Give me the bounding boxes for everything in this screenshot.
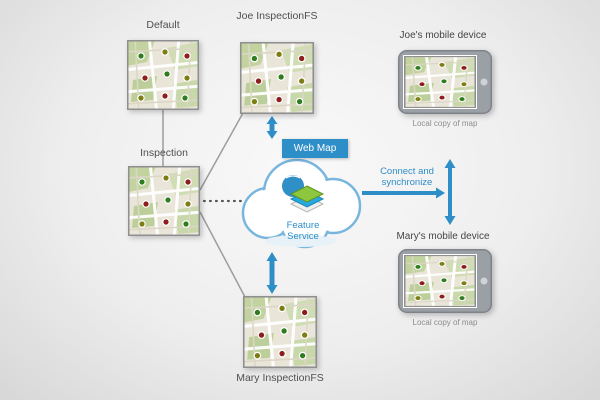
map-image: [127, 40, 199, 110]
mary-device-caption: Local copy of map: [412, 318, 478, 327]
joe-inspectionfs-label: Joe InspectionFS: [236, 10, 318, 22]
connect-synchronize-label: Connect and synchronize: [380, 166, 434, 188]
inspection-map-label: Inspection: [140, 147, 188, 159]
default-map-thumbnail: [127, 40, 199, 110]
mary-device-label: Mary's mobile device: [396, 231, 490, 242]
tablet-frame: [398, 50, 492, 114]
gray-connector-lines: [162, 110, 246, 298]
home-button-icon: [480, 78, 488, 86]
tablet-frame: [398, 249, 492, 313]
joe-mobile-device: [398, 50, 492, 119]
line-inspection-joefs: [199, 112, 244, 191]
joe-inspectionfs-thumbnail: [240, 42, 314, 114]
map-image: [128, 166, 200, 236]
feature-service-icon: [282, 175, 325, 213]
joe-device-caption: Local copy of map: [412, 119, 478, 128]
feature-service-label: Feature Service: [286, 220, 320, 242]
web-map-banner: Web Map: [282, 139, 348, 158]
home-button-icon: [480, 277, 488, 285]
joe-device-label: Joe's mobile device: [399, 30, 487, 41]
mary-inspectionfs-label: Mary InspectionFS: [236, 372, 324, 384]
map-image: [240, 42, 314, 114]
arrow-between-devices: [444, 159, 456, 225]
arrow-connect-synchronize: [362, 187, 445, 199]
arrow-joefs-webmap: [266, 116, 278, 139]
mary-inspectionfs-thumbnail: [243, 296, 317, 368]
arrow-cloud-maryfs: [266, 252, 278, 294]
default-map-label: Default: [146, 19, 180, 31]
inspection-map-thumbnail: [128, 166, 200, 236]
map-image: [243, 296, 317, 368]
line-inspection-maryfs: [199, 211, 246, 298]
mary-mobile-device: [398, 249, 492, 318]
